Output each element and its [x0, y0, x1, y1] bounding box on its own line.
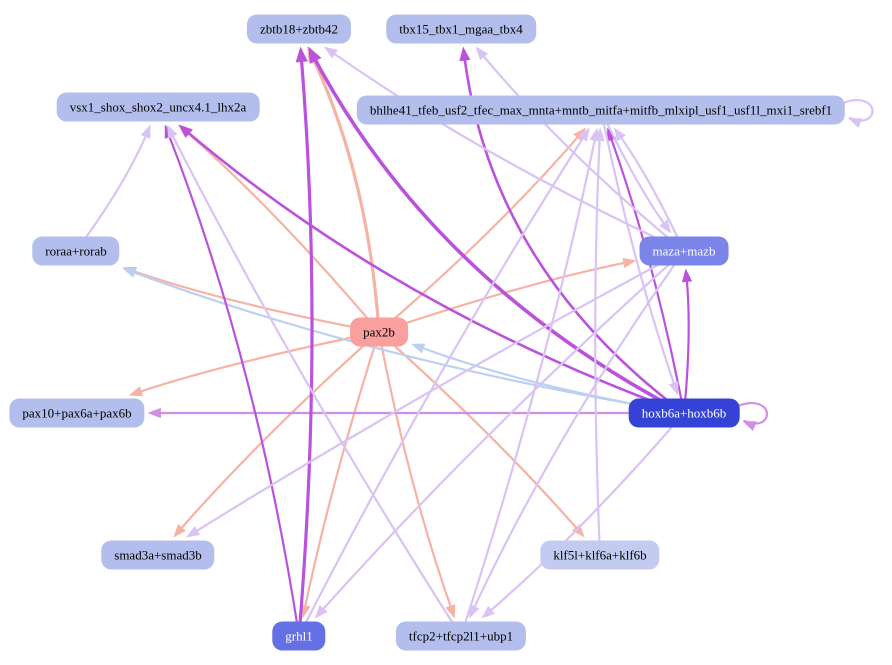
graph-edge-hoxb6-pax2b-arrowhead: [411, 343, 426, 354]
graph-edge-hoxb6-tfcp2-arrowhead: [481, 605, 495, 619]
graph-edge-klf5-bhlhe: [594, 133, 602, 557]
graph-edge-pax2b-tfcp2: [377, 330, 454, 613]
graph-edge-maza-tbx15: [478, 50, 686, 253]
graph-node-grhl1[interactable]: grhl1: [272, 621, 326, 651]
graph-edge-bhlhe-bhlhe-arrowhead: [848, 118, 863, 128]
graph-edge-tfcp2-vsx1-arrowhead: [166, 124, 178, 139]
graph-edge-pax2b-smad3: [176, 330, 381, 534]
graph-edge-maza-bhlhe: [616, 132, 686, 253]
graph-edge-maza-smad3: [190, 249, 686, 535]
graph-edge-hoxb6-maza: [682, 274, 690, 415]
graph-edge-maza-tfcp2-arrowhead: [469, 604, 480, 619]
graph-edge-maza-zbtb-arrowhead: [323, 46, 338, 59]
graph-edge-klf5-bhlhe-arrowhead: [594, 127, 605, 142]
graph-edge-grhl1-bhlhe-arrowhead: [578, 127, 590, 142]
graph-edge-pax2b-roraa: [128, 268, 381, 334]
graph-edge-hoxb6-tbx15-arrowhead: [459, 46, 471, 62]
graph-edge-hoxb6-vsx1: [182, 127, 686, 415]
graph-edge-maza-tbx15-arrowhead: [475, 46, 489, 61]
graph-edge-pax2b-bhlhe: [377, 131, 583, 334]
graph-edge-pax2b-zbtb: [308, 51, 381, 334]
graph-edge-hoxb6-maza-arrowhead: [681, 268, 693, 283]
graph-edge-maza-grhl1: [318, 249, 686, 615]
graph-edge-grhl1-zbtb: [297, 51, 314, 638]
graph-edge-hoxb6-zbtb-arrowhead: [308, 46, 322, 64]
graph-edge-pax2b-klf5: [377, 330, 582, 534]
graph-edge-hoxb6-hoxb6-arrowhead: [742, 421, 757, 431]
graph-edge-pax2b-tfcp2-arrowhead: [445, 604, 456, 619]
graph-node-hoxb6[interactable]: hoxb6a+hoxb6b: [628, 398, 740, 428]
graph-edge-grhl1-vsx1: [166, 129, 301, 638]
graph-edge-hoxb6-hoxb6: [736, 402, 768, 425]
graph-edge-hoxb6-pax10-arrowhead: [147, 407, 161, 419]
graph-edge-bhlhe-bhlhe: [841, 99, 874, 122]
graph-edge-pax2b-maza-arrowhead: [622, 257, 637, 269]
graph-edge-pax2b-grhl1: [303, 330, 381, 613]
graph-edge-pax2b-grhl1-arrowhead: [300, 604, 311, 619]
graph-edge-hoxb6-roraa: [127, 269, 686, 415]
graph-edge-roraa-vsx1: [74, 129, 150, 253]
graph-node-zbtb[interactable]: zbtb18+zbtb42: [246, 14, 352, 44]
graph-edge-bhlhe-maza-arrowhead: [659, 219, 672, 234]
graph-node-tbx15[interactable]: tbx15_tbx1_mgaa_tbx4: [386, 14, 536, 44]
graph-edge-maza-grhl1-arrowhead: [314, 605, 328, 619]
graph-edge-hoxb6-roraa-arrowhead: [122, 268, 137, 278]
graph-edge-bhlhe-hoxb6: [599, 108, 677, 390]
graph-edge-pax2b-maza: [377, 260, 631, 334]
graph-node-vsx1[interactable]: vsx1_shox_shox2_uncx4.1_lhx2a: [56, 92, 260, 122]
graph-edge-maza-tfcp2: [470, 249, 686, 614]
graph-node-maza[interactable]: maza+mazb: [639, 236, 729, 266]
graph-edge-pax2b-bhlhe-arrowhead: [573, 127, 586, 142]
graph-edge-hoxb6-tfcp2: [485, 411, 686, 616]
graph-edge-tfcp2-vsx1: [168, 129, 463, 638]
graph-node-tfcp2[interactable]: tfcp2+tfcp2l1+ubp1: [395, 621, 527, 651]
graph-edge-pax2b-pax10-arrowhead: [128, 386, 144, 397]
graph-edge-grhl1-zbtb-arrowhead: [295, 46, 308, 63]
graph-edge-pax2b-smad3-arrowhead: [173, 523, 186, 538]
graph-edge-roraa-vsx1-arrowhead: [140, 124, 151, 139]
graph-edge-bhlhe-hoxb6-arrowhead: [668, 381, 679, 396]
graph-edge-maza-bhlhe-arrowhead: [613, 127, 626, 142]
graph-edge-pax2b-vsx1: [182, 128, 381, 334]
graph-edge-hoxb6-zbtb: [309, 50, 686, 415]
graph-edge-maza-zbtb: [328, 49, 686, 253]
graph-edge-pax2b-pax10: [134, 330, 381, 395]
graph-edge-hoxb6-vsx1-arrowhead: [178, 124, 193, 138]
graph-node-pax2b[interactable]: pax2b: [350, 317, 408, 347]
graph-node-smad3[interactable]: smad3a+smad3b: [101, 540, 215, 570]
graph-edge-hoxb6-bhlhe: [608, 132, 686, 415]
graph-edge-grhl1-bhlhe: [297, 132, 588, 638]
graph-edge-tfcp2-bhlhe: [459, 133, 598, 638]
graph-edge-pax2b-klf5-arrowhead: [572, 523, 585, 538]
graph-node-klf5[interactable]: klf5l+klf6a+klf6b: [540, 540, 660, 570]
graph-edge-maza-smad3-arrowhead: [186, 526, 201, 538]
graph-edge-bhlhe-maza: [599, 108, 669, 229]
graph-node-bhlhe[interactable]: bhlhe41_tfeb_usf2_tfec_max_mnta+mntb_mit…: [356, 95, 846, 125]
graph-node-pax10[interactable]: pax10+pax6a+pax6b: [9, 398, 145, 428]
graph-node-roraa[interactable]: roraa+rorab: [32, 236, 120, 266]
